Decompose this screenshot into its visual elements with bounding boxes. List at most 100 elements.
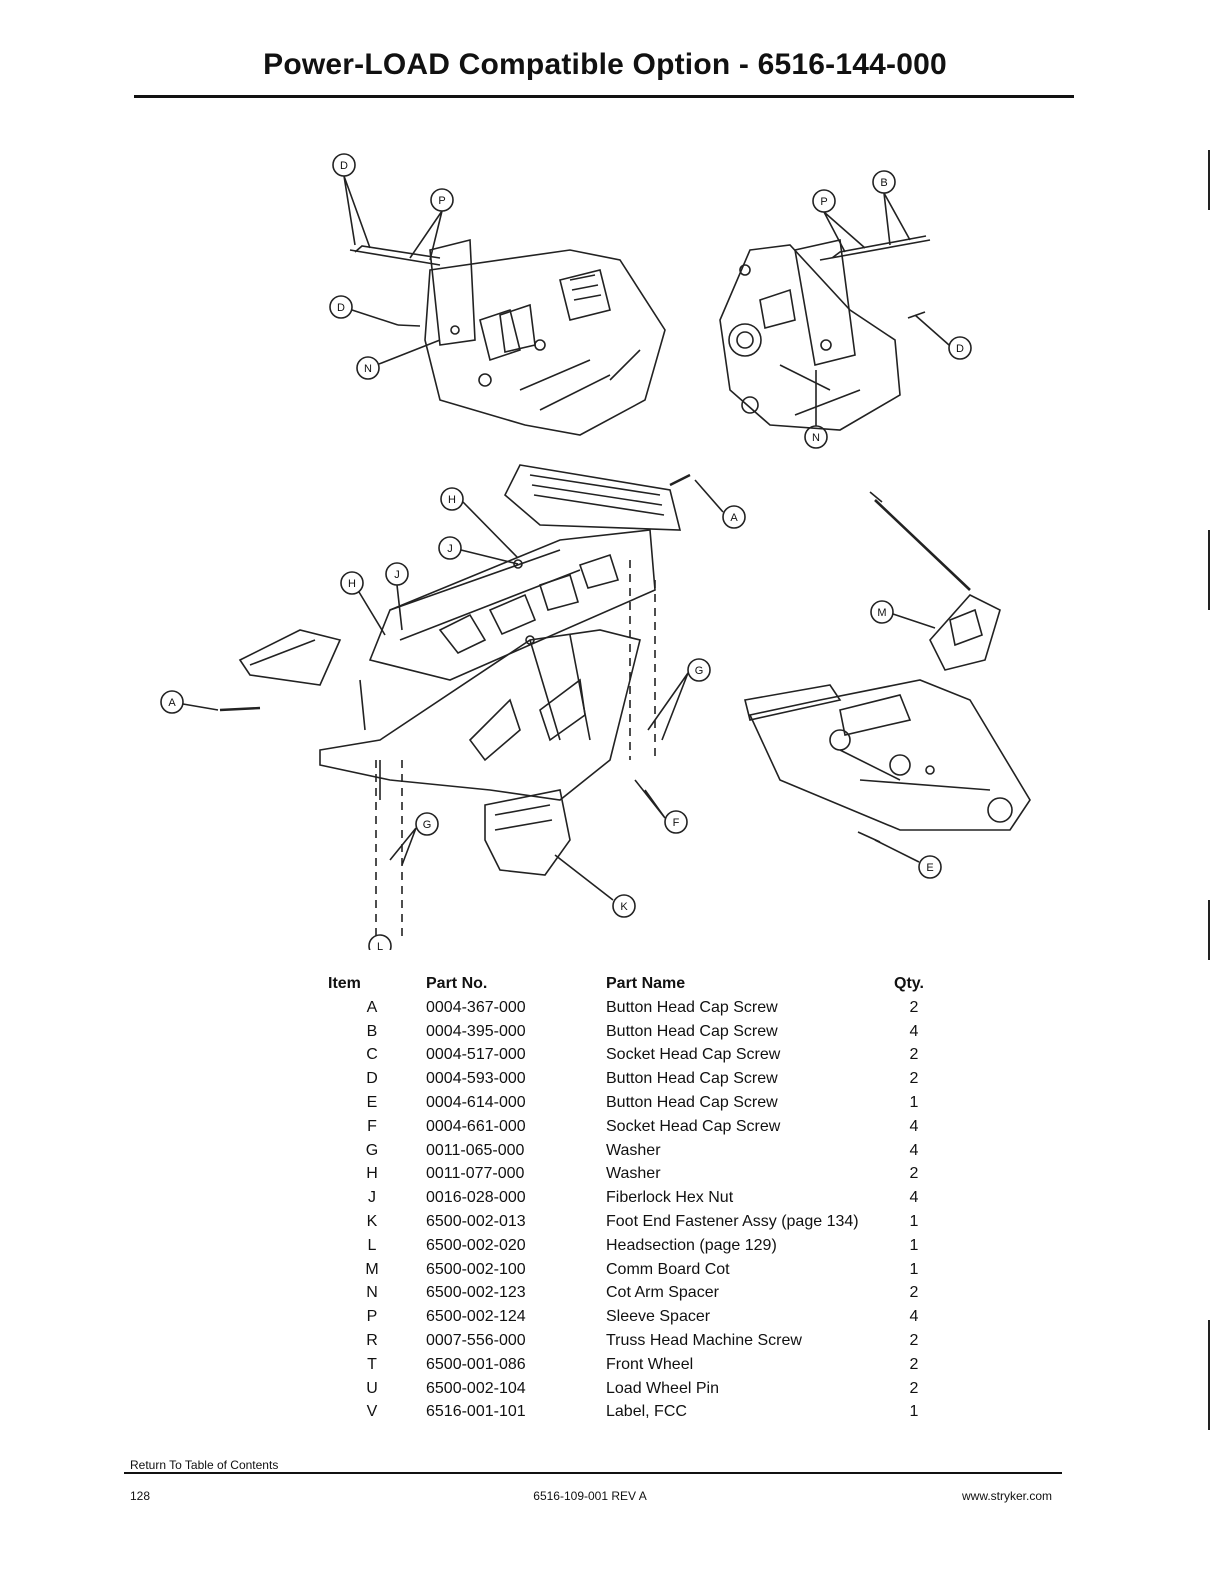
part-name-cell: Foot End Fastener Assy (page 134) bbox=[606, 1213, 859, 1231]
part-name-cell: Button Head Cap Screw bbox=[606, 998, 778, 1016]
qty-cell: 4 bbox=[909, 1117, 919, 1135]
qty-cell: 2 bbox=[909, 1355, 919, 1373]
part-no-cell: 0007-556-000 bbox=[426, 1332, 526, 1350]
website-url: www.stryker.com bbox=[961, 1489, 1052, 1503]
callout-label: G bbox=[423, 819, 432, 831]
item-cell: J bbox=[368, 1189, 376, 1207]
item-cell: E bbox=[366, 1094, 378, 1112]
callout-label: N bbox=[812, 432, 820, 444]
callout-label: N bbox=[364, 363, 372, 375]
part-no-cell: 0004-517-000 bbox=[426, 1046, 526, 1064]
col-header-qty: Qty. bbox=[894, 975, 924, 992]
callout-label: A bbox=[168, 697, 176, 709]
scan-edge-mark bbox=[1208, 530, 1210, 610]
qty-cell: 2 bbox=[909, 1379, 919, 1397]
part-no-cell: 0004-395-000 bbox=[426, 1022, 526, 1040]
table-row: P 6500-002-124 Sleeve Spacer 4 bbox=[318, 1305, 934, 1329]
callout-label: P bbox=[820, 196, 827, 208]
qty-cell: 4 bbox=[909, 1022, 919, 1040]
qty-cell: 4 bbox=[909, 1189, 919, 1207]
table-row: G 0011-065-000 Washer 4 bbox=[318, 1139, 934, 1163]
table-row: B 0004-395-000 Button Head Cap Screw 4 bbox=[318, 1020, 934, 1044]
right-lift-assembly bbox=[744, 491, 1031, 879]
callout-label: P bbox=[438, 195, 445, 207]
table-row: D 0004-593-000 Button Head Cap Screw 2 bbox=[318, 1067, 934, 1091]
part-no-cell: 0004-593-000 bbox=[426, 1070, 526, 1088]
part-name-cell: Washer bbox=[606, 1141, 661, 1159]
part-no-cell: 0004-367-000 bbox=[426, 998, 526, 1016]
qty-cell: 1 bbox=[909, 1213, 919, 1231]
part-no-cell: 0011-077-000 bbox=[426, 1165, 525, 1183]
callout-label: M bbox=[877, 607, 886, 619]
qty-cell: 1 bbox=[909, 1403, 919, 1421]
part-no-cell: 6500-001-086 bbox=[426, 1355, 526, 1373]
part-name-cell: Truss Head Machine Screw bbox=[606, 1332, 802, 1350]
part-no-cell: 6516-001-101 bbox=[426, 1403, 526, 1421]
item-cell: P bbox=[366, 1308, 378, 1326]
qty-cell: 2 bbox=[909, 1046, 919, 1064]
col-header-item: Item bbox=[328, 975, 361, 992]
return-to-toc-link[interactable]: Return To Table of Contents bbox=[130, 1458, 279, 1472]
part-no-cell: 0011-065-000 bbox=[426, 1141, 525, 1159]
part-name-cell: Socket Head Cap Screw bbox=[606, 1046, 781, 1064]
callout-label: H bbox=[348, 578, 356, 590]
scan-edge-mark bbox=[1208, 150, 1210, 210]
table-row: C 0004-517-000 Socket Head Cap Screw 2 bbox=[318, 1044, 934, 1068]
qty-cell: 4 bbox=[909, 1141, 919, 1159]
part-name-cell: Socket Head Cap Screw bbox=[606, 1117, 781, 1135]
callout-label: G bbox=[695, 665, 704, 677]
qty-cell: 2 bbox=[909, 1070, 919, 1088]
item-cell: V bbox=[366, 1403, 378, 1421]
parts-list-table: Item Part No. Part Name Qty. A 0004-367-0… bbox=[318, 972, 934, 1424]
callout-label: F bbox=[673, 817, 680, 829]
callout-label: D bbox=[956, 343, 964, 355]
item-cell: G bbox=[365, 1141, 379, 1159]
col-header-part-no: Part No. bbox=[426, 975, 488, 992]
scan-edge-mark bbox=[1208, 900, 1210, 960]
part-name-cell: Label, FCC bbox=[606, 1403, 687, 1421]
qty-cell: 2 bbox=[909, 1332, 919, 1350]
callout-label: A bbox=[730, 512, 738, 524]
col-header-part-name: Part Name bbox=[606, 975, 686, 992]
part-no-cell: 6500-002-104 bbox=[426, 1379, 526, 1397]
part-name-cell: Button Head Cap Screw bbox=[606, 1022, 778, 1040]
center-frame-assembly bbox=[160, 464, 746, 950]
part-no-cell: 6500-002-020 bbox=[426, 1236, 526, 1254]
callout-label: J bbox=[394, 569, 400, 581]
callout-label: E bbox=[926, 862, 933, 874]
part-name-cell: Button Head Cap Screw bbox=[606, 1070, 778, 1088]
item-cell: D bbox=[366, 1070, 378, 1088]
item-cell: H bbox=[366, 1165, 378, 1183]
qty-cell: 1 bbox=[909, 1260, 919, 1278]
part-name-cell: Button Head Cap Screw bbox=[606, 1094, 778, 1112]
title-rule bbox=[134, 95, 1074, 98]
qty-cell: 2 bbox=[909, 1284, 919, 1302]
part-no-cell: 6500-002-123 bbox=[426, 1284, 526, 1302]
part-no-cell: 0004-614-000 bbox=[426, 1094, 526, 1112]
callout-labels: D P D N B P D N H A J H J A M G F G K E … bbox=[168, 160, 964, 950]
item-cell: C bbox=[366, 1046, 378, 1064]
item-cell: B bbox=[366, 1022, 378, 1040]
callout-label: L bbox=[377, 941, 383, 950]
page-number: 128 bbox=[130, 1489, 151, 1503]
page-title: Power-LOAD Compatible Option - 6516-144-… bbox=[263, 48, 947, 81]
callout-label: D bbox=[340, 160, 348, 172]
part-name-cell: Comm Board Cot bbox=[606, 1260, 730, 1278]
part-name-cell: Sleeve Spacer bbox=[606, 1308, 711, 1326]
part-no-cell: 6500-002-124 bbox=[426, 1308, 526, 1326]
callout-label: H bbox=[448, 494, 456, 506]
item-cell: F bbox=[367, 1117, 377, 1135]
item-cell: R bbox=[366, 1332, 378, 1350]
item-cell: N bbox=[366, 1284, 378, 1302]
qty-cell: 4 bbox=[909, 1308, 919, 1326]
item-cell: A bbox=[366, 998, 378, 1016]
